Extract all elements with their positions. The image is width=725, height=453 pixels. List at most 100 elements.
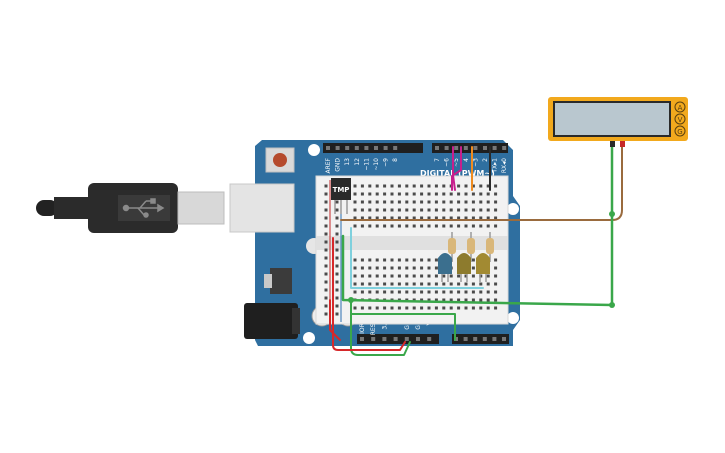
header-pin[interactable] [382,337,387,341]
breadboard-hole[interactable] [442,208,446,212]
breadboard-hole[interactable] [464,306,468,310]
breadboard-hole[interactable] [375,224,379,228]
wire-red-rail[interactable] [329,299,341,341]
breadboard-hole[interactable] [464,184,468,188]
breadboard-hole[interactable] [427,290,431,294]
breadboard-hole[interactable] [397,274,401,278]
breadboard-hole[interactable] [464,298,468,302]
breadboard-hole[interactable] [375,184,379,188]
breadboard-hole[interactable] [427,192,431,196]
breadboard-hole[interactable] [405,258,409,262]
breadboard-hole[interactable] [449,290,453,294]
header-pin[interactable] [482,337,487,341]
breadboard-hole[interactable] [390,306,394,310]
breadboard-hole[interactable] [434,274,438,278]
breadboard-hole[interactable] [442,184,446,188]
breadboard-hole[interactable] [427,216,431,220]
rail-hole[interactable] [335,248,339,252]
breadboard-hole[interactable] [412,282,416,286]
breadboard-hole[interactable] [405,290,409,294]
rail-hole[interactable] [324,304,328,308]
breadboard-hole[interactable] [397,208,401,212]
breadboard-hole[interactable] [471,216,475,220]
breadboard-hole[interactable] [457,306,461,310]
breadboard-hole[interactable] [383,274,387,278]
breadboard-hole[interactable] [457,216,461,220]
header-pin[interactable] [502,337,506,341]
breadboard-hole[interactable] [375,306,379,310]
breadboard-hole[interactable] [390,224,394,228]
breadboard-hole[interactable] [375,274,379,278]
header-pin[interactable] [354,146,359,150]
breadboard-hole[interactable] [479,192,483,196]
rail-hole[interactable] [324,240,328,244]
header-pin[interactable] [374,146,378,150]
breadboard-hole[interactable] [383,192,387,196]
breadboard-hole[interactable] [412,192,416,196]
breadboard-hole[interactable] [412,200,416,204]
rail-hole[interactable] [324,256,328,260]
breadboard-hole[interactable] [464,208,468,212]
breadboard-hole[interactable] [360,216,364,220]
wire-green-lcd[interactable] [341,144,614,307]
breadboard-hole[interactable] [368,200,372,204]
breadboard-hole[interactable] [434,258,438,262]
led-khaki[interactable] [476,253,490,282]
breadboard-hole[interactable] [390,208,394,212]
breadboard-hole[interactable] [368,258,372,262]
breadboard-hole[interactable] [427,298,431,302]
breadboard-hole[interactable] [420,208,424,212]
breadboard-hole[interactable] [405,224,409,228]
breadboard-hole[interactable] [457,282,461,286]
breadboard-hole[interactable] [457,200,461,204]
breadboard-hole[interactable] [471,306,475,310]
breadboard-hole[interactable] [360,282,364,286]
breadboard-hole[interactable] [375,208,379,212]
breadboard-hole[interactable] [434,184,438,188]
breadboard-hole[interactable] [360,184,364,188]
breadboard-hole[interactable] [464,200,468,204]
breadboard-hole[interactable] [390,184,394,188]
breadboard-hole[interactable] [390,290,394,294]
breadboard-hole[interactable] [457,184,461,188]
breadboard-hole[interactable] [479,184,483,188]
breadboard-hole[interactable] [434,298,438,302]
breadboard-hole[interactable] [368,306,372,310]
breadboard-hole[interactable] [412,216,416,220]
breadboard-hole[interactable] [420,258,424,262]
breadboard-hole[interactable] [494,266,498,270]
breadboard-hole[interactable] [479,216,483,220]
rail-hole[interactable] [324,224,328,228]
breadboard-hole[interactable] [383,224,387,228]
breadboard-hole[interactable] [494,184,498,188]
breadboard-hole[interactable] [449,298,453,302]
breadboard-hole[interactable] [494,306,498,310]
header-pin[interactable] [463,337,468,341]
breadboard-hole[interactable] [375,200,379,204]
breadboard-hole[interactable] [479,208,483,212]
breadboard-hole[interactable] [420,200,424,204]
breadboard-hole[interactable] [479,224,483,228]
breadboard-hole[interactable] [420,216,424,220]
breadboard-hole[interactable] [494,200,498,204]
breadboard-hole[interactable] [390,274,394,278]
breadboard-hole[interactable] [420,274,424,278]
breadboard-hole[interactable] [464,290,468,294]
breadboard-hole[interactable] [360,290,364,294]
breadboard-hole[interactable] [434,208,438,212]
breadboard-hole[interactable] [479,306,483,310]
rail-hole[interactable] [335,312,339,316]
header-pin[interactable] [427,337,432,341]
breadboard-hole[interactable] [442,274,446,278]
rail-hole[interactable] [324,184,328,188]
breadboard-hole[interactable] [427,306,431,310]
breadboard-hole[interactable] [442,192,446,196]
header-pin[interactable] [360,337,364,341]
rail-hole[interactable] [335,256,339,260]
breadboard-hole[interactable] [457,298,461,302]
breadboard-hole[interactable] [494,208,498,212]
breadboard-hole[interactable] [457,208,461,212]
breadboard-hole[interactable] [464,282,468,286]
rail-hole[interactable] [324,272,328,276]
header-pins-top[interactable] [326,146,507,150]
